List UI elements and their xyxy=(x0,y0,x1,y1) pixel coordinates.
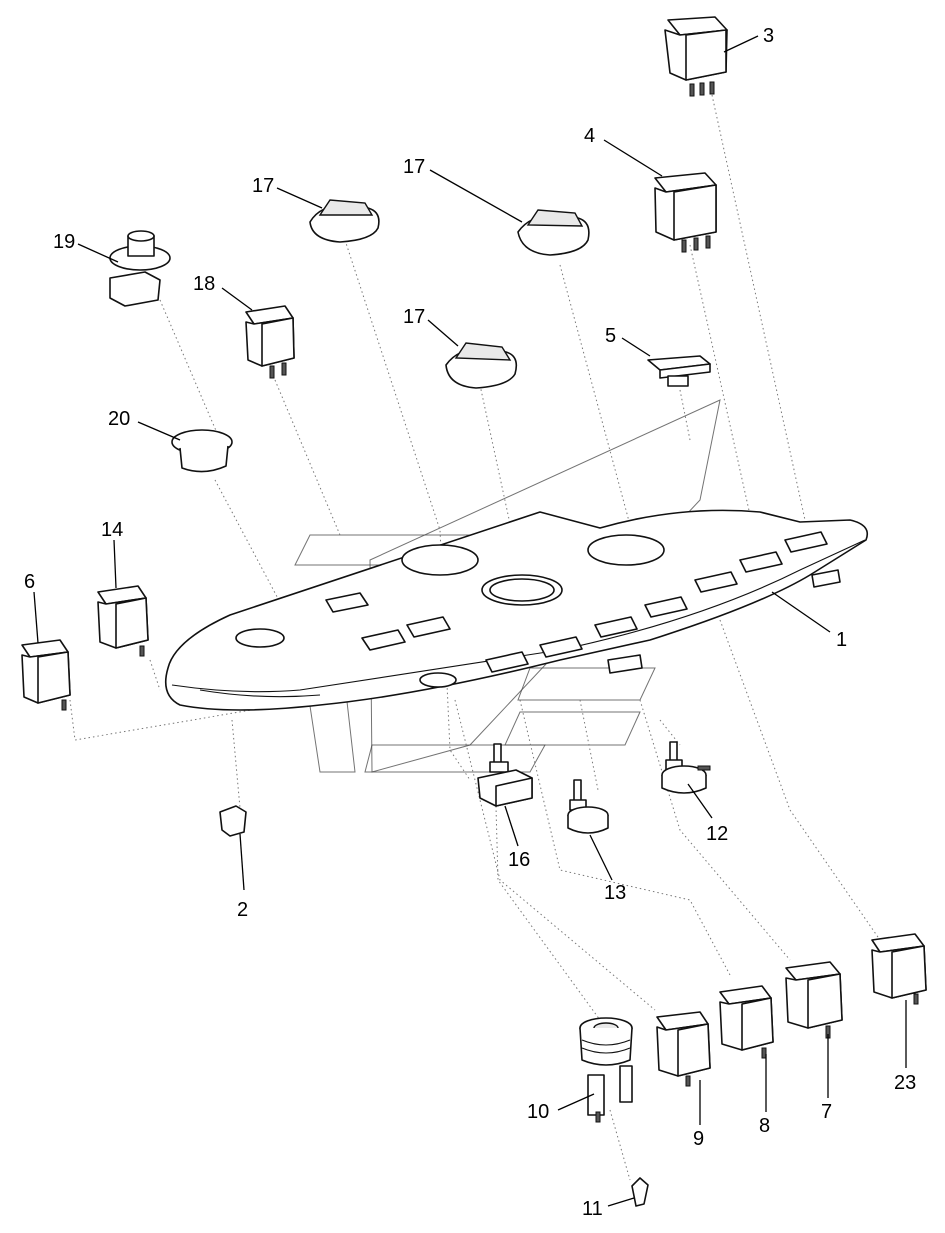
callout-17-c: 17 xyxy=(403,306,425,328)
callout-7: 7 xyxy=(821,1101,832,1123)
callout-12: 12 xyxy=(706,823,728,845)
callout-14: 14 xyxy=(101,519,123,541)
callout-3: 3 xyxy=(763,25,774,47)
pot-part-12 xyxy=(661,741,711,794)
button-part-19 xyxy=(109,230,171,307)
knob-part-17-a xyxy=(309,199,380,243)
callout-17-b: 17 xyxy=(403,156,425,178)
pot-part-16 xyxy=(477,743,533,807)
callout-11: 11 xyxy=(582,1198,603,1220)
callout-17-a: 17 xyxy=(252,175,274,197)
callout-1: 1 xyxy=(836,629,847,651)
callout-13: 13 xyxy=(604,882,626,904)
callout-18: 18 xyxy=(193,273,215,295)
callout-2: 2 xyxy=(237,899,248,921)
switch-part-14 xyxy=(97,585,149,657)
callout-6: 6 xyxy=(24,571,35,593)
callout-10: 10 xyxy=(527,1101,549,1123)
pot-part-13 xyxy=(567,779,609,834)
switch-part-4 xyxy=(654,172,717,253)
bulb-part-11 xyxy=(631,1177,649,1207)
knob-part-17-b xyxy=(517,209,590,256)
switch-part-6 xyxy=(21,639,71,711)
socket-part-10 xyxy=(579,1017,633,1123)
callout-5: 5 xyxy=(605,325,616,347)
callout-9: 9 xyxy=(693,1128,704,1150)
switch-part-9 xyxy=(656,1011,711,1087)
knob-part-17-c xyxy=(445,342,518,389)
switch-part-23 xyxy=(871,933,927,1005)
switch-part-3 xyxy=(664,16,728,97)
callout-16: 16 xyxy=(508,849,530,871)
leader-lines xyxy=(33,35,907,1207)
callout-20: 20 xyxy=(108,408,130,430)
callout-19: 19 xyxy=(53,231,75,253)
panel-part-1 xyxy=(164,509,869,711)
callout-23: 23 xyxy=(894,1072,916,1094)
callout-4: 4 xyxy=(584,125,595,147)
switch-part-8 xyxy=(719,985,774,1059)
callout-8: 8 xyxy=(759,1115,770,1137)
callout-labels: 3 4 17 17 17 19 18 5 20 14 6 1 12 16 13 … xyxy=(24,25,916,1220)
clip-part-2 xyxy=(219,805,247,837)
cover-part-5 xyxy=(647,355,711,387)
switch-part-7 xyxy=(785,961,843,1039)
plug-part-20 xyxy=(171,429,233,473)
switch-part-18 xyxy=(245,305,295,379)
